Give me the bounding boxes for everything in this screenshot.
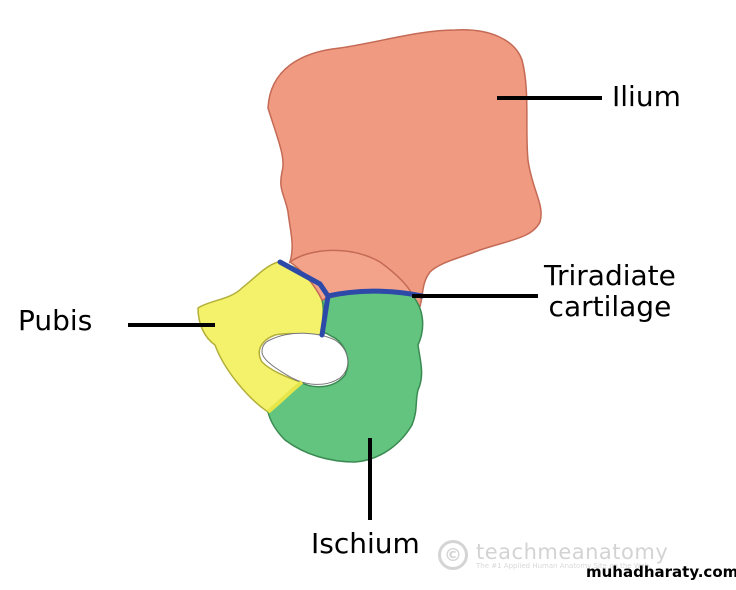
triradiate-label-line1: Triradiate xyxy=(544,259,676,292)
pubis-label: Pubis xyxy=(18,304,93,337)
pubis-ischium-junction xyxy=(266,380,304,414)
ischium-label: Ischium xyxy=(311,527,420,560)
teachmeanatomy-watermark: © teachmeanatomy The #1 Applied Human An… xyxy=(438,540,668,570)
triradiate-label-line2: cartilage xyxy=(548,290,672,324)
ilium-region xyxy=(267,29,542,314)
obturator-foramen xyxy=(261,332,349,385)
copyright-icon: © xyxy=(438,540,468,570)
site-credit: muhadharaty.com xyxy=(586,563,736,581)
ischium-region xyxy=(267,291,424,463)
triradiate-cartilage-label: Triradiate cartilage xyxy=(544,260,676,323)
watermark-brand: teachmeanatomy xyxy=(476,540,669,564)
ilium-label: Ilium xyxy=(612,80,681,113)
watermark-tagline: The #1 Applied Human Anatomy Site on the… xyxy=(476,562,652,570)
